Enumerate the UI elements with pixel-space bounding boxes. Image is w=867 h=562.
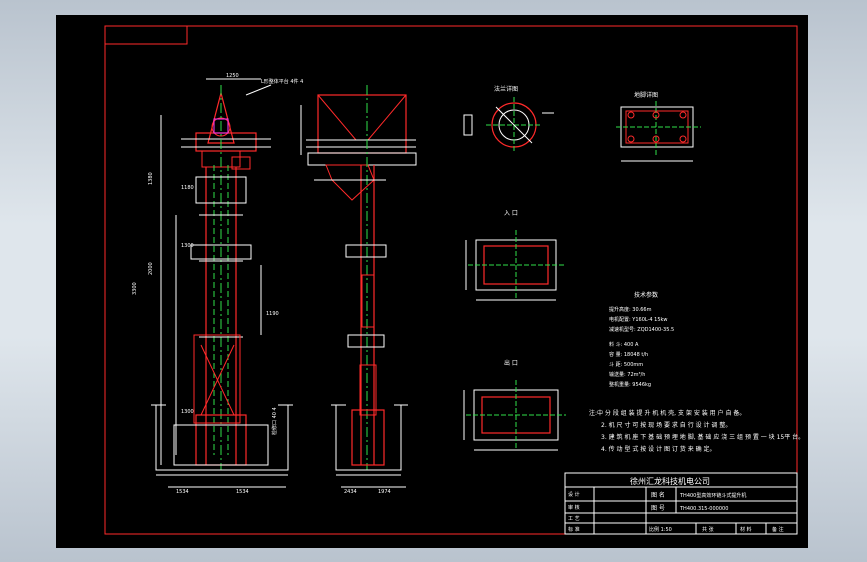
cad-viewport[interactable]: L形整体平台 4件 4 1250 3300 2000 1380 1190 118… [56,15,808,548]
tech-spec-title: 技术参数 [634,291,658,299]
drawing-name-value: TH400型高效环链斗式提升机 [679,492,746,499]
corner-tag-box [104,25,188,45]
footer-cell: 共 张 [702,526,714,533]
side-label: 检修口 40 4 [271,407,278,435]
title-row-label: 工 艺 [568,516,580,522]
engineering-drawing: L形整体平台 4件 4 1250 3300 2000 1380 1190 118… [104,25,804,535]
dim-left-7: 1300 [181,409,194,415]
tech-spec-row: 容 量: 18048 t/h [609,351,648,358]
inlet-detail [465,230,564,301]
tech-spec-row: 提升高度: 30.66m [609,306,652,313]
dim-left-1: 3300 [132,282,138,295]
company-name: 徐州汇龙科技机电公司 [630,476,710,486]
outer-frame [104,25,798,535]
note-line: 4. 传 动 型 式 按 设 计 图 订 货 来 确 定。 [601,445,716,453]
title-row-label: 标 准 [568,526,580,533]
bolt-plan-detail [616,101,701,162]
dim-left-2: 2000 [148,262,154,275]
tech-spec-row: 料 斗: 400 A [609,341,639,348]
elevator-front-view [151,78,293,488]
outlet-title: 出 口 [504,359,518,367]
note-line: 3. 建 筑 机 座 下 基 础 预 埋 地 脚, 基 础 应 浇 三 组 预 … [601,433,804,441]
drawing-number-value: TH400.315-000000 [679,506,728,512]
flange-detail [463,97,554,153]
note-line: 注:中 分 段 组 装 提 升 机 机 壳, 支 架 安 装 用 户 自 备。 [589,409,745,417]
flange-detail-title: 法兰详图 [494,85,518,93]
footer-cell: 备 注 [772,526,784,533]
dim-bottom-3: 1974 [378,489,391,495]
dim-bottom-1: 1534 [236,489,249,495]
drawing-name-label: 图 名 [651,491,665,499]
top-note-label: L形整体平台 4件 4 [261,78,303,85]
footer-cell: 材 料 [740,526,752,533]
tech-spec-row: 输送量: 72m³/h [609,371,645,378]
note-line: 2. 机 尺 寸 可 按 现 场 要 求 自 行 设 计 调 整。 [601,421,731,429]
dim-left-6: 1300 [181,243,194,249]
scale-label: 比例 1:50 [649,526,672,533]
title-block [564,472,798,535]
drawing-number-label: 图 号 [651,505,665,512]
tech-spec-row: 减速机型号: ZQD1400-35.5 [609,326,674,333]
tech-spec-row: 整机重量: 9546kg [609,381,651,388]
dim-bottom-0: 1534 [176,489,189,495]
dim-left-3: 1380 [148,172,154,185]
dim-left-4: 1190 [266,311,279,317]
dim-bottom-2: 2434 [344,489,357,495]
tech-spec-row: 斗 距: 500mm [609,362,643,368]
title-row-label: 设 计 [568,491,580,498]
inlet-title: 入 口 [504,210,518,217]
title-row-label: 审 核 [568,504,580,511]
elevator-side-view [300,85,417,488]
tech-spec-row: 电机配置: Y160L-4 15kw [609,316,668,323]
dim-left-5: 1180 [181,185,194,191]
bolt-plan-title: 地脚详图 [634,91,658,99]
outlet-detail [463,380,566,451]
dim-left-0: 1250 [226,73,239,79]
